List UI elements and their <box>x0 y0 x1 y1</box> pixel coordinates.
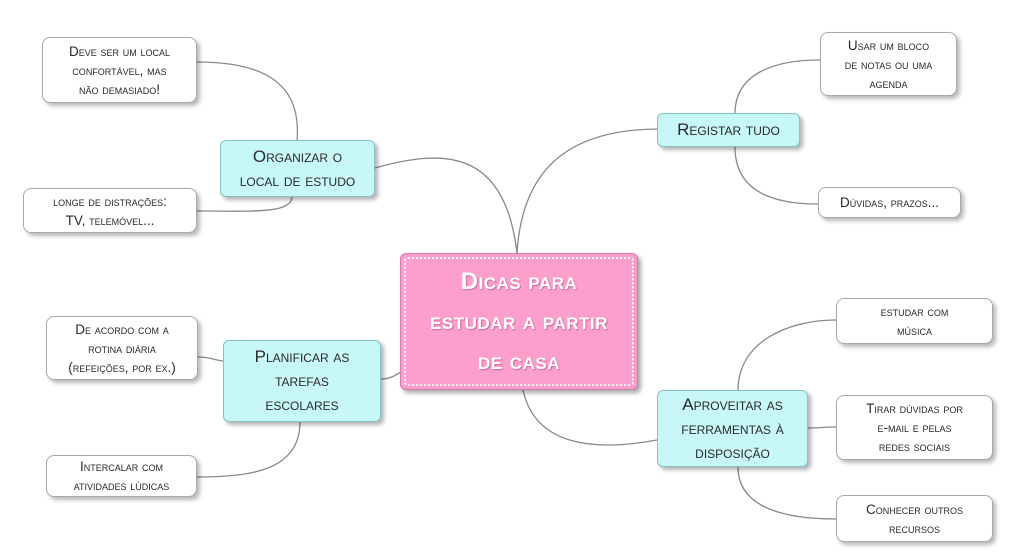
leaf-deve-ser-confortavel: Deve ser um local confortável, mas não d… <box>42 37 197 103</box>
connector-aproveitar-to-estudar <box>737 319 837 391</box>
connector-central-to-organizar <box>374 157 518 254</box>
branch-organizar: Organizar o local de estudo <box>220 140 375 197</box>
leaf-duvidas-prazos: Dúvidas, prazos... <box>818 187 961 218</box>
connector-organizar-to-deve-ser <box>196 61 299 141</box>
branch-label-line: escolares <box>265 395 339 414</box>
connector-aproveitar-to-tirar <box>807 426 837 429</box>
leaf-label-line: rotina diária <box>88 340 156 356</box>
leaf-estudar-com-musica: estudar com música <box>836 298 993 344</box>
branch-label-line: Registar tudo <box>677 120 780 139</box>
branch-label-line: local de estudo <box>239 170 356 190</box>
leaf-label-line: De acordo com a <box>75 321 169 337</box>
branch-label-line: Planificar as <box>254 347 350 366</box>
leaf-label-line: recursos <box>888 520 940 536</box>
leaf-label-line: Deve ser um local <box>68 43 171 59</box>
connector-organizar-to-longe <box>196 196 293 212</box>
branch-planificar: Planificar as tarefas escolares <box>223 340 381 422</box>
branch-registar: Registar tudo <box>657 113 800 147</box>
central-topic-line: Dicas para <box>460 267 578 295</box>
leaf-label-line: Tirar dúvidas por <box>866 401 963 416</box>
leaf-label-line: música <box>896 323 932 338</box>
leaf-label-line: (refeições, por ex.) <box>68 359 176 375</box>
leaf-label-line: e-mail e pelas <box>877 420 952 435</box>
leaf-label-line: redes sociais <box>878 439 951 454</box>
leaf-intercalar-atividades: Intercalar com atividades lúdicas <box>46 455 197 497</box>
central-topic-line: de casa <box>478 347 560 375</box>
leaf-label-line: TV, telemóvel... <box>65 212 155 228</box>
leaf-label-line: de notas ou uma <box>844 56 933 72</box>
leaf-tirar-duvidas: Tirar dúvidas por e-mail e pelas redes s… <box>836 395 993 460</box>
leaf-label-line: agenda <box>869 75 908 91</box>
connector-registar-to-duvidas <box>734 146 819 205</box>
leaf-label-line: atividades lúdicas <box>73 478 170 493</box>
leaf-label-line: longe de distrações: <box>53 193 167 209</box>
leaf-label-line: estudar com <box>880 304 949 319</box>
central-topic: Dicas para estudar a partir de casa <box>400 253 638 390</box>
connector-planificar-to-intercalar <box>196 421 301 478</box>
connector-registar-to-usar <box>734 59 821 114</box>
branch-label-line: ferramentas à <box>681 418 784 438</box>
leaf-label-line: não demasiado! <box>78 81 160 97</box>
leaf-conhecer-outros-recursos: Conhecer outros recursos <box>836 495 993 542</box>
leaf-label-line: Conhecer outros <box>865 501 963 517</box>
leaf-de-acordo-com-rotina: De acordo com a rotina diária (refeições… <box>46 316 198 380</box>
branch-label-line: tarefas <box>275 371 329 390</box>
leaf-label-line: confortável, mas <box>72 62 167 78</box>
leaf-label-line: Dúvidas, prazos... <box>839 195 940 210</box>
connector-central-to-planificar <box>380 371 402 380</box>
connector-aproveitar-to-conhecer <box>737 466 837 520</box>
leaf-label-line: Intercalar com <box>79 459 163 474</box>
leaf-longe-de-distracoes: longe de distrações: TV, telemóvel... <box>23 188 197 233</box>
branch-label-line: disposição <box>695 442 770 462</box>
connector-central-to-registar <box>516 128 658 254</box>
connector-central-to-aproveitar <box>522 389 658 446</box>
branch-label-line: Aproveitar as <box>682 394 783 414</box>
central-topic-line: estudar a partir <box>430 307 608 335</box>
leaf-usar-bloco-de-notas: Usar um bloco de notas ou uma agenda <box>820 32 957 96</box>
connector-planificar-to-de-acordo <box>197 356 224 362</box>
branch-aproveitar: Aproveitar as ferramentas à disposição <box>657 390 808 467</box>
branch-label-line: Organizar o <box>252 146 343 166</box>
leaf-label-line: Usar um bloco <box>847 37 930 53</box>
